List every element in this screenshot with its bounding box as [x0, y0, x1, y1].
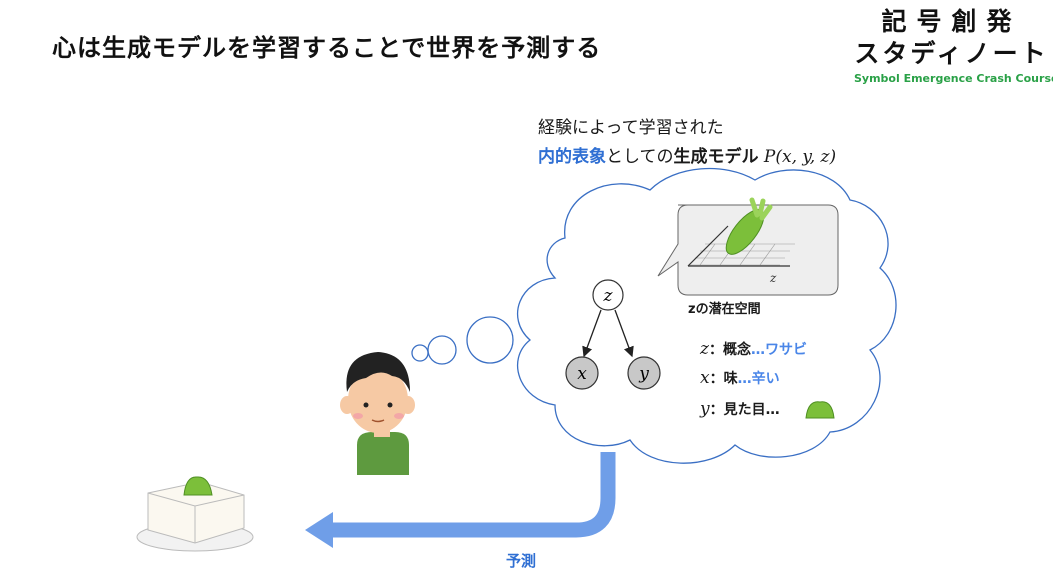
logo-line-3: Symbol Emergence Crash Course [854, 72, 1053, 85]
page-title: 心は生成モデルを学習することで世界を予測する [52, 34, 602, 62]
edge-z-x [582, 309, 602, 358]
latent-space-bubble: z [657, 197, 839, 296]
node-z [592, 279, 624, 311]
caption-internal-representation: 内的表象 [538, 147, 606, 167]
prediction-label: 予測 [506, 552, 537, 570]
node-y [627, 356, 661, 390]
legend-var-y: y [700, 399, 710, 419]
legend-label-y: ：見た目… [709, 402, 780, 418]
legend-value-z: …ワサビ [750, 342, 807, 358]
legend-label-z: ：概念 [708, 342, 751, 358]
legend-row-x: x：味…辛い [700, 368, 780, 388]
legend-row-y: y：見た目… [700, 399, 780, 419]
legend-label-x: ：味 [709, 371, 738, 387]
node-z-label: z [603, 286, 614, 306]
axis-z-label: z [769, 271, 777, 285]
graphical-model: z x y [565, 279, 661, 390]
logo-line-1: 記号創発 [881, 7, 1022, 36]
latent-grid [690, 243, 795, 266]
prediction-arrow [305, 452, 616, 548]
node-x [565, 356, 599, 390]
legend-var-z: z [700, 339, 709, 359]
latent-space-label: zの潜在空間 [688, 302, 761, 317]
caption-connector: としての [606, 147, 674, 167]
wasabi-paste-icon [805, 401, 835, 419]
edge-z-y [614, 309, 634, 358]
tofu-illustration [136, 476, 254, 552]
person-illustration [340, 352, 415, 475]
caption-line-1: 経験によって学習された [538, 118, 724, 138]
latent-axes [687, 225, 790, 267]
caption-generative-model: 生成モデル [673, 147, 759, 167]
logo: 記号創発 スタディノート Symbol Emergence Crash Cour… [854, 6, 1053, 85]
wasabi-icon [725, 197, 773, 255]
legend-value-x: …辛い [737, 371, 780, 387]
legend-row-z: z：概念…ワサビ [700, 339, 807, 359]
node-x-label: x [577, 364, 587, 384]
logo-line-2: スタディノート [854, 39, 1049, 68]
legend-var-x: x [700, 368, 710, 388]
caption-formula: P(x, y, z) [763, 147, 837, 167]
caption-line-2: 内的表象としての生成モデル P(x, y, z) [538, 143, 836, 172]
model-caption: 経験によって学習された 内的表象としての生成モデル P(x, y, z) [538, 114, 836, 172]
node-y-label: y [638, 364, 649, 384]
